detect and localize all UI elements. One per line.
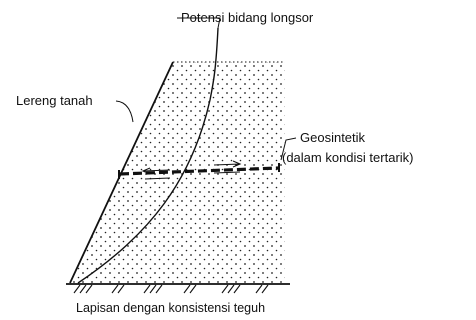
base-layer-label: Lapisan dengan konsistensi teguh — [76, 301, 266, 315]
ground-hatch — [73, 284, 269, 294]
slip-surface-leader — [177, 17, 221, 29]
slip-surface-curve — [77, 27, 219, 284]
slip-surface-label: Potensi bidang longsor — [181, 10, 314, 25]
geosynthetic-condition-label: (dalam kondisi tertarik) — [282, 150, 414, 165]
slope-leader — [115, 100, 134, 123]
geosynthetic-label: Geosintetik — [300, 130, 366, 145]
tension-arrow-right — [213, 160, 242, 174]
slope-label: Lereng tanah — [16, 93, 93, 108]
geosynthetic-leader — [280, 137, 297, 161]
tension-arrow-left — [141, 167, 171, 180]
